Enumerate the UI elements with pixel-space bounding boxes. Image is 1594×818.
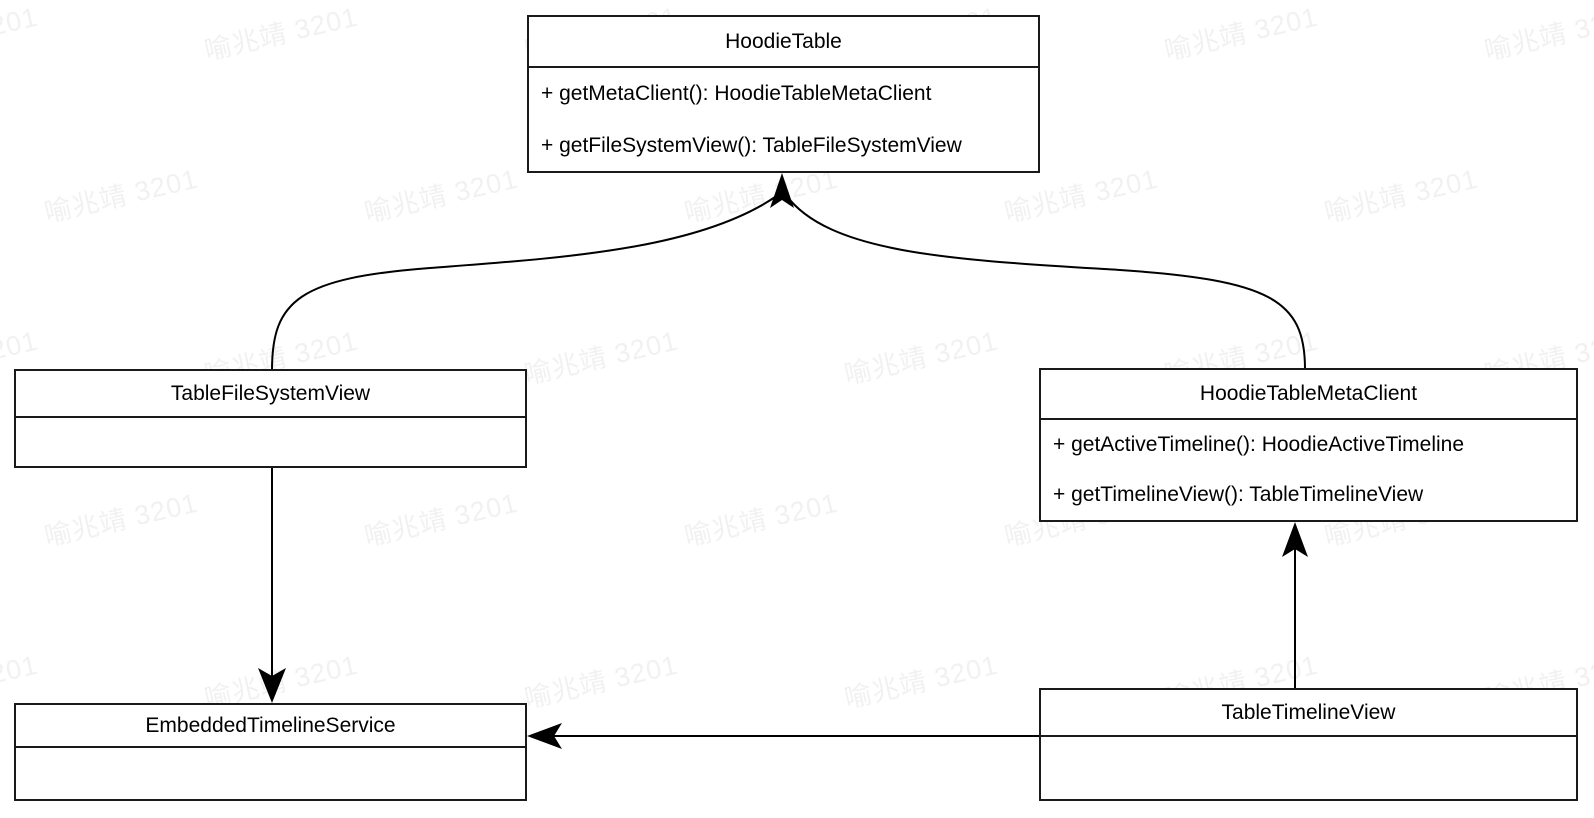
- watermark-text: 喻兆靖 3201: [1000, 805, 1161, 818]
- class-members-hoodie-table: + getMetaClient(): HoodieTableMetaClient…: [529, 68, 1038, 171]
- arrowhead-into-embedded-timeline-service-right: [527, 723, 562, 749]
- watermark-text: 喻兆靖 3201: [521, 649, 681, 715]
- class-members-table-file-system-view: [16, 418, 525, 466]
- class-box-embedded-timeline-service[interactable]: EmbeddedTimelineService: [14, 703, 527, 801]
- watermark-text: 喻兆靖 3201: [841, 325, 1001, 391]
- watermark-text: 喻兆靖 3201: [361, 163, 521, 229]
- arrowhead-into-embedded-timeline-service-top: [258, 668, 286, 703]
- class-name-hoodie-table-meta-client: HoodieTableMetaClient: [1041, 370, 1576, 420]
- watermark-text: 喻兆靖 3201: [1320, 805, 1481, 818]
- watermark-text: 喻兆靖 3201: [1321, 163, 1481, 229]
- watermark-text: 喻兆靖 3201: [40, 805, 201, 818]
- class-members-table-timeline-view: [1041, 737, 1576, 799]
- watermark-text: 喻兆靖 3201: [41, 487, 201, 553]
- class-box-hoodie-table-meta-client[interactable]: HoodieTableMetaClient + getActiveTimelin…: [1039, 368, 1578, 522]
- connector-metaclient-to-hoodietable: [785, 194, 1306, 370]
- connector-fsview-to-hoodietable: [271, 194, 779, 371]
- watermark-text: 喻兆靖 3201: [201, 1, 361, 67]
- class-member: + getTimelineView(): TableTimelineView: [1053, 483, 1424, 507]
- arrowhead-into-hoodie-table: [770, 173, 794, 208]
- watermark-text: 喻兆靖 3201: [361, 487, 521, 553]
- class-name-embedded-timeline-service: EmbeddedTimelineService: [16, 705, 525, 748]
- watermark-text: 喻兆靖 3201: [41, 163, 201, 229]
- class-box-hoodie-table[interactable]: HoodieTable + getMetaClient(): HoodieTab…: [527, 15, 1040, 173]
- watermark-text: 喻兆靖 3201: [1481, 1, 1594, 67]
- watermark-text: 喻兆靖 3201: [1161, 1, 1321, 67]
- watermark-text: 喻兆靖 3201: [521, 325, 681, 391]
- watermark-text: 喻兆靖 3201: [360, 805, 521, 818]
- class-members-embedded-timeline-service: [16, 748, 525, 799]
- watermark-text: 喻兆靖 3201: [0, 1, 41, 66]
- watermark-text: 喻兆靖 3201: [680, 805, 841, 818]
- class-member: + getFileSystemView(): TableFileSystemVi…: [541, 133, 962, 157]
- class-box-table-timeline-view[interactable]: TableTimelineView: [1039, 688, 1578, 801]
- class-members-hoodie-table-meta-client: + getActiveTimeline(): HoodieActiveTimel…: [1041, 420, 1576, 520]
- class-name-table-file-system-view: TableFileSystemView: [16, 371, 525, 418]
- class-name-hoodie-table: HoodieTable: [529, 17, 1038, 68]
- class-member: + getMetaClient(): HoodieTableMetaClient: [541, 82, 932, 106]
- watermark-text: 喻兆靖 3201: [681, 487, 841, 553]
- class-name-table-timeline-view: TableTimelineView: [1041, 690, 1576, 737]
- arrowhead-into-hoodie-table-meta-client: [1282, 522, 1308, 557]
- class-member: + getActiveTimeline(): HoodieActiveTimel…: [1053, 433, 1465, 457]
- watermark-text: 喻兆靖 3201: [841, 649, 1001, 715]
- class-box-table-file-system-view[interactable]: TableFileSystemView: [14, 369, 527, 468]
